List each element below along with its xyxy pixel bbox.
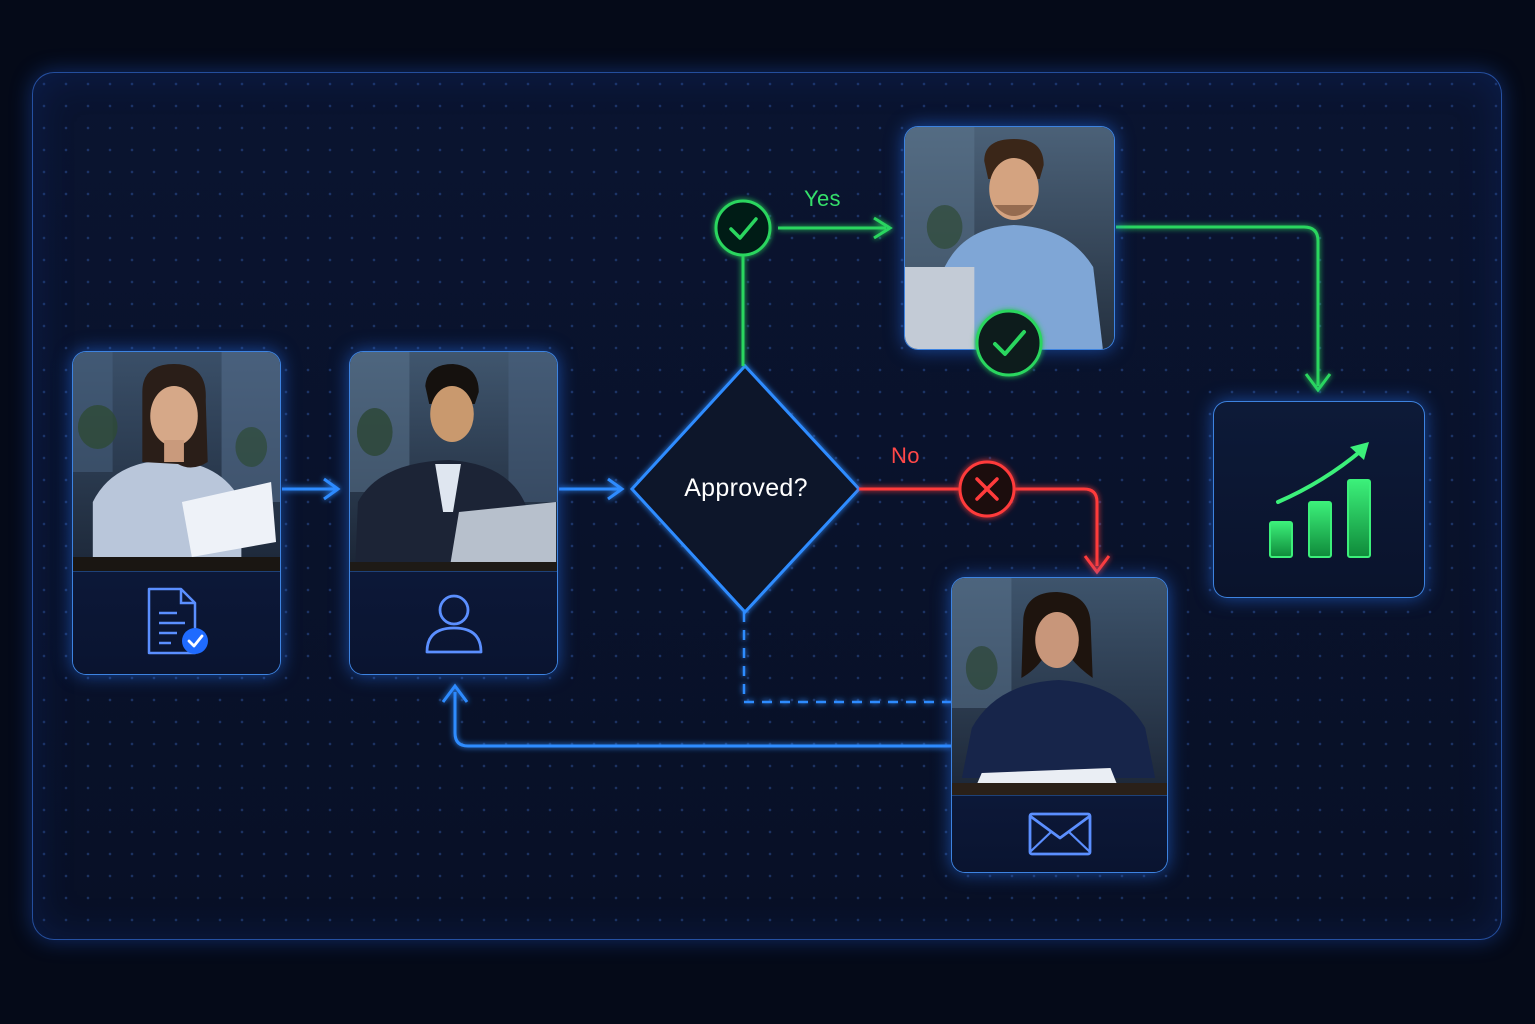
reviser-photo	[952, 578, 1167, 798]
node-approved-card	[904, 126, 1115, 350]
revise-icon-zone	[952, 795, 1167, 872]
arrow-no-path	[859, 487, 1111, 575]
arrow-yes-path	[741, 216, 893, 366]
node-revise-card	[951, 577, 1168, 873]
envelope-icon	[1028, 812, 1091, 856]
growth-chart-icon	[1269, 442, 1371, 558]
node-submit-card	[72, 351, 281, 675]
reject-x-icon	[958, 460, 1016, 518]
node-review-card	[349, 351, 558, 675]
arrow-review-to-decision	[559, 477, 625, 501]
submit-icon-zone	[73, 571, 280, 674]
reviewer-photo	[350, 352, 557, 574]
review-icon-zone	[350, 571, 557, 674]
node-outcome-card	[1213, 401, 1425, 598]
user-icon	[425, 594, 482, 654]
submitter-photo	[73, 352, 280, 574]
arrow-approved-to-outcome	[1116, 225, 1332, 393]
yes-check-icon	[714, 199, 772, 257]
arrow-revise-to-review	[441, 683, 951, 748]
arrow-submit-to-review	[282, 477, 341, 501]
yes-label: Yes	[804, 186, 841, 211]
dashed-return-line	[742, 612, 951, 704]
no-label: No	[891, 443, 920, 468]
document-check-icon	[147, 587, 208, 655]
decision-label: Approved?	[684, 474, 808, 502]
approver-photo	[905, 127, 1114, 349]
